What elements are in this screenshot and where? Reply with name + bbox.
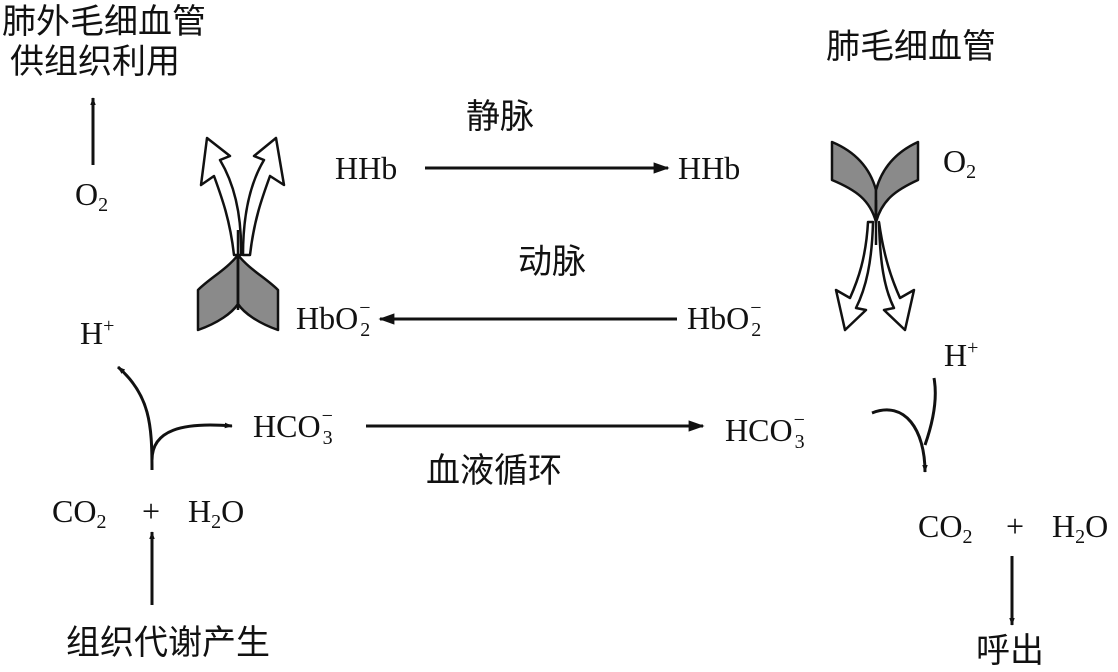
lung-capillary-label: 肺毛细血管: [826, 27, 996, 67]
hbo2-left: HbO−2: [296, 297, 371, 341]
recombine-curve: [871, 408, 928, 473]
hhb-right: HHb: [678, 150, 741, 186]
plus-right: +: [1006, 508, 1025, 544]
to-h-plus-curve: [117, 365, 154, 471]
h2o-left: H2O: [188, 493, 245, 533]
tissue-use-label: 供组织利用: [10, 42, 180, 82]
h-plus-right: H+: [944, 337, 979, 373]
h2o-right: H2O: [1052, 508, 1109, 548]
lung-hemoglobin-icon: [830, 140, 920, 332]
h-plus-left: H+: [80, 315, 115, 351]
vein-label: 静脉: [466, 97, 534, 137]
artery-label: 动脉: [518, 242, 586, 282]
hco3-right: HCO−3: [725, 409, 805, 453]
co2-left: CO2: [52, 493, 107, 533]
h-plus-join-curve: [923, 377, 937, 446]
co2-right: CO2: [918, 508, 973, 548]
blood-circulation-label: 血液循环: [426, 451, 562, 491]
o2-right: O2: [943, 143, 977, 183]
peripheral-capillary-label: 肺外毛细血管: [2, 2, 206, 42]
hco3-left: HCO−3: [253, 405, 333, 449]
o2-left: O2: [75, 176, 109, 216]
hhb-left: HHb: [335, 150, 398, 186]
peripheral-hemoglobin-icon: [196, 136, 286, 332]
hbo2-right: HbO−2: [687, 297, 762, 341]
to-hco3-curve: [150, 422, 233, 461]
exhale-label: 呼出: [976, 631, 1044, 671]
tissue-metabolism-label: 组织代谢产生: [66, 623, 270, 663]
plus-left: +: [142, 493, 161, 529]
